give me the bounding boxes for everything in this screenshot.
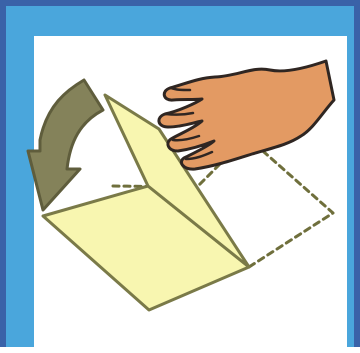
- hand-icon: [159, 61, 334, 169]
- curved-arrow-icon: [28, 80, 103, 210]
